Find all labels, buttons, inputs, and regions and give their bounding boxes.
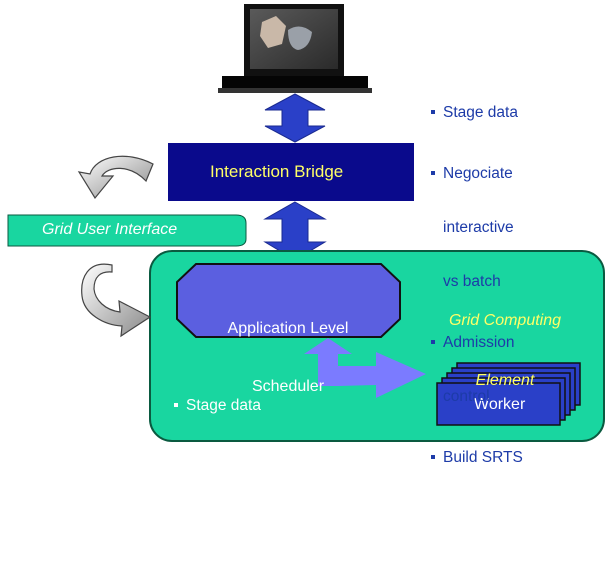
application-level-scheduler-box — [176, 263, 401, 338]
grid-user-interface-bar — [7, 214, 247, 247]
bridge-task-item-cont: control — [443, 388, 490, 406]
user-terminal-icon — [218, 4, 372, 93]
bridge-task-item: Admission — [431, 334, 523, 352]
terminal-bridge-arrow — [264, 93, 326, 143]
diagram-canvas: Interaction Bridge Grid User Interface G… — [7, 4, 605, 466]
bridge-task-item-cont: vs batch — [443, 273, 501, 291]
bridge-task-item: Stage data — [431, 104, 523, 122]
scheduler-label-line2: Scheduler — [251, 377, 325, 395]
bridge-task-item-cont: interactive — [443, 219, 514, 236]
grid-computing-element-label: Grid Computing Element — [430, 271, 580, 431]
gce-label-line2: Element — [475, 372, 535, 389]
interaction-bridge-box — [168, 143, 414, 201]
circular-arrow-icon-2 — [81, 263, 152, 338]
scheduler-task-item: Fine-grain — [174, 458, 261, 476]
worker-stack — [436, 362, 581, 426]
bridge-task-list: Stage data Negociate interactive vs batc… — [431, 68, 523, 503]
bridge-task-item: Build SRTS — [431, 449, 523, 467]
bridge-task-item: Negociate — [431, 165, 523, 183]
scheduler-task-list: Stage data Fine-grain scheduling — [174, 361, 261, 566]
scheduler-task-item-cont: scheduling — [186, 512, 261, 529]
worker-label: Worker — [474, 396, 526, 413]
grid-user-interface-label: Grid User Interface — [42, 221, 178, 238]
scheduler-worker-arrow-up — [304, 338, 352, 378]
scheduler-label-line1: Application Level — [227, 320, 349, 338]
scheduler-task-item: Stage data — [174, 397, 261, 415]
gce-label-line1: Grid Computing — [448, 312, 562, 329]
circular-arrow-icon — [77, 155, 154, 200]
diagram-graphics — [7, 4, 605, 442]
interaction-bridge-label: Interaction Bridge — [210, 162, 344, 181]
scheduler-worker-arrow-right — [318, 352, 426, 398]
application-level-scheduler-label: Application Level Scheduler — [188, 281, 388, 435]
